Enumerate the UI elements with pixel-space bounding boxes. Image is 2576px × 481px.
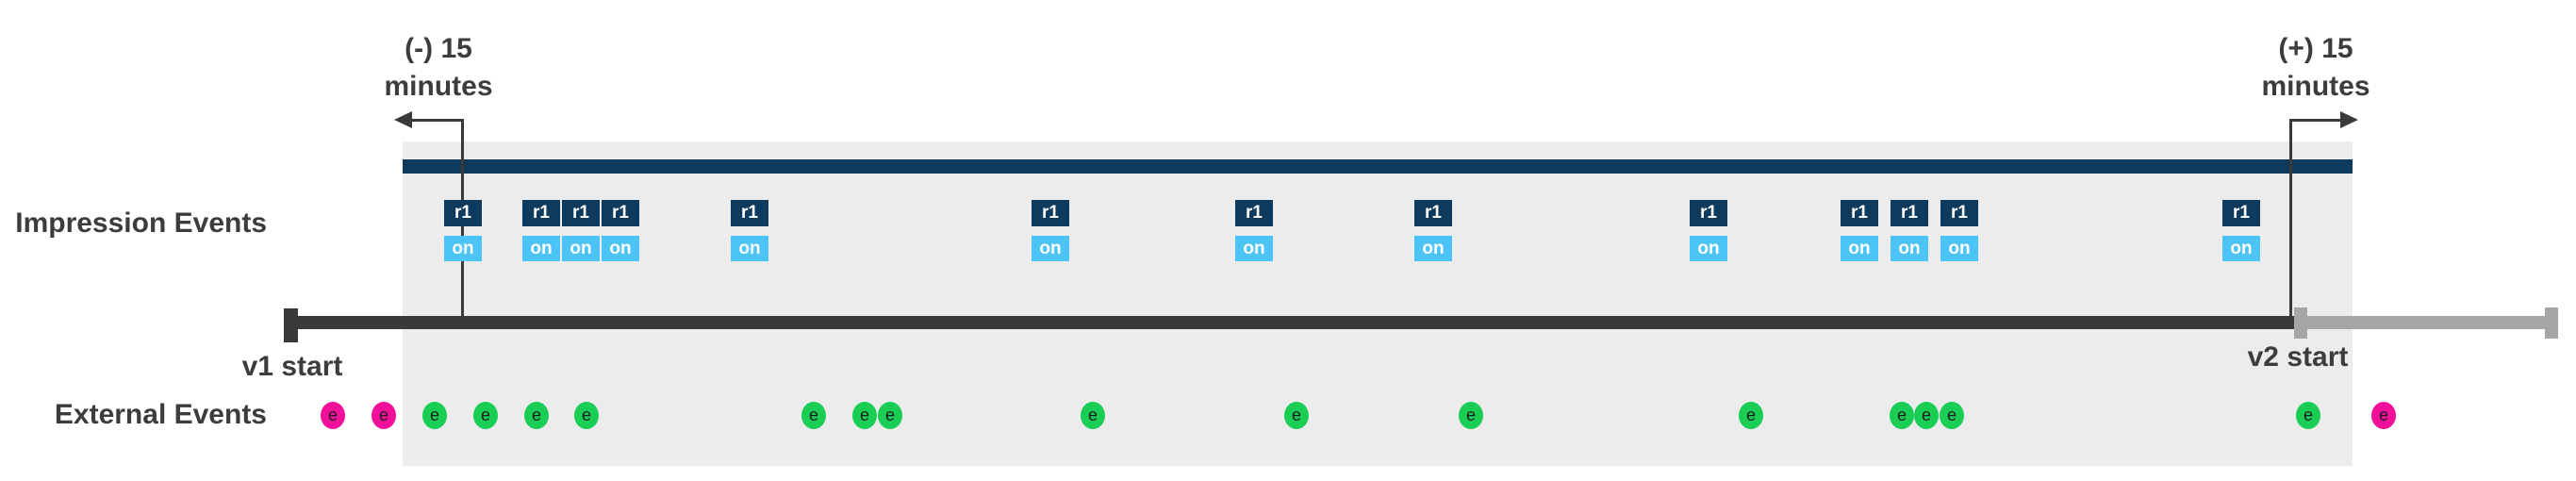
external-event-green: e (524, 402, 549, 429)
plus-15-annotation: (+) 15 minutes (2203, 30, 2429, 106)
external-event-pink: e (2371, 402, 2396, 429)
r1-box: r1 (1940, 200, 1978, 226)
r1-box: r1 (444, 200, 482, 226)
impression-event: r1 on (1940, 200, 1978, 261)
minus-15-line1: (-) 15 (405, 33, 472, 64)
r1-box: r1 (731, 200, 768, 226)
arrow-left-icon (394, 111, 412, 128)
r1-box: r1 (1690, 200, 1727, 226)
external-event-green: e (1890, 402, 1914, 429)
impression-event: r1 on (522, 200, 560, 261)
impression-event: r1 on (731, 200, 768, 261)
analysis-window-panel (403, 141, 2353, 466)
r1-box: r1 (1032, 200, 1069, 226)
impression-event: r1 on (1414, 200, 1452, 261)
on-box: on (1032, 236, 1069, 261)
v2-start-label: v2 start (2247, 341, 2349, 373)
plus-arrow-line (2291, 119, 2340, 122)
on-box: on (1235, 236, 1273, 261)
external-event-green: e (1459, 402, 1483, 429)
r1-box: r1 (1841, 200, 1878, 226)
minus-arrow-line (409, 119, 464, 122)
external-event-green: e (852, 402, 877, 429)
impression-event: r1 on (1891, 200, 1928, 261)
r1-box: r1 (562, 200, 600, 226)
on-box: on (1940, 236, 1978, 261)
impression-event: r1 on (562, 200, 600, 261)
r1-box: r1 (1891, 200, 1928, 226)
external-event-green: e (473, 402, 498, 429)
plus-15-line2: minutes (2261, 71, 2370, 102)
external-event-green: e (1081, 402, 1105, 429)
v2-start-cap (2294, 307, 2307, 339)
on-box: on (602, 236, 639, 261)
on-box: on (2222, 236, 2260, 261)
on-box: on (1690, 236, 1727, 261)
external-event-green: e (878, 402, 902, 429)
impression-event: r1 on (1841, 200, 1878, 261)
minus-15-line2: minutes (384, 71, 493, 102)
r1-box: r1 (522, 200, 560, 226)
arrow-right-icon (2340, 111, 2358, 128)
impression-event: r1 on (602, 200, 639, 261)
impression-event: r1 on (1032, 200, 1069, 261)
r1-box: r1 (1235, 200, 1273, 226)
external-event-green: e (1940, 402, 1964, 429)
on-box: on (1841, 236, 1878, 261)
external-event-green: e (801, 402, 826, 429)
external-event-green: e (574, 402, 599, 429)
impression-event: r1 on (1235, 200, 1273, 261)
on-box: on (1414, 236, 1452, 261)
external-events-label: External Events (54, 399, 267, 430)
plus-15-line1: (+) 15 (2278, 33, 2353, 64)
on-box: on (562, 236, 600, 261)
impression-events-label: Impression Events (15, 207, 267, 239)
minus-15-annotation: (-) 15 minutes (325, 30, 552, 106)
external-event-pink: e (321, 402, 345, 429)
v1-start-label: v1 start (241, 351, 343, 382)
timeline-v2-bar (2294, 316, 2557, 329)
v1-start-cap (284, 308, 298, 342)
external-event-pink: e (372, 402, 396, 429)
on-box: on (1891, 236, 1928, 261)
on-box: on (522, 236, 560, 261)
on-box: on (444, 236, 482, 261)
impression-event: r1 on (444, 200, 482, 261)
timeline-v1-bar (289, 316, 2294, 329)
r1-box: r1 (602, 200, 639, 226)
impression-event: r1 on (1690, 200, 1727, 261)
external-event-green: e (1284, 402, 1309, 429)
r1-box: r1 (2222, 200, 2260, 226)
on-box: on (731, 236, 768, 261)
r1-box: r1 (1414, 200, 1452, 226)
external-event-green: e (1739, 402, 1763, 429)
external-event-green: e (1914, 402, 1939, 429)
timeline-end-cap (2545, 307, 2558, 339)
external-event-green: e (2296, 402, 2320, 429)
external-event-green: e (422, 402, 447, 429)
campaign-duration-bar (403, 159, 2353, 174)
plus-guide-line (2289, 119, 2292, 316)
impression-event: r1 on (2222, 200, 2260, 261)
